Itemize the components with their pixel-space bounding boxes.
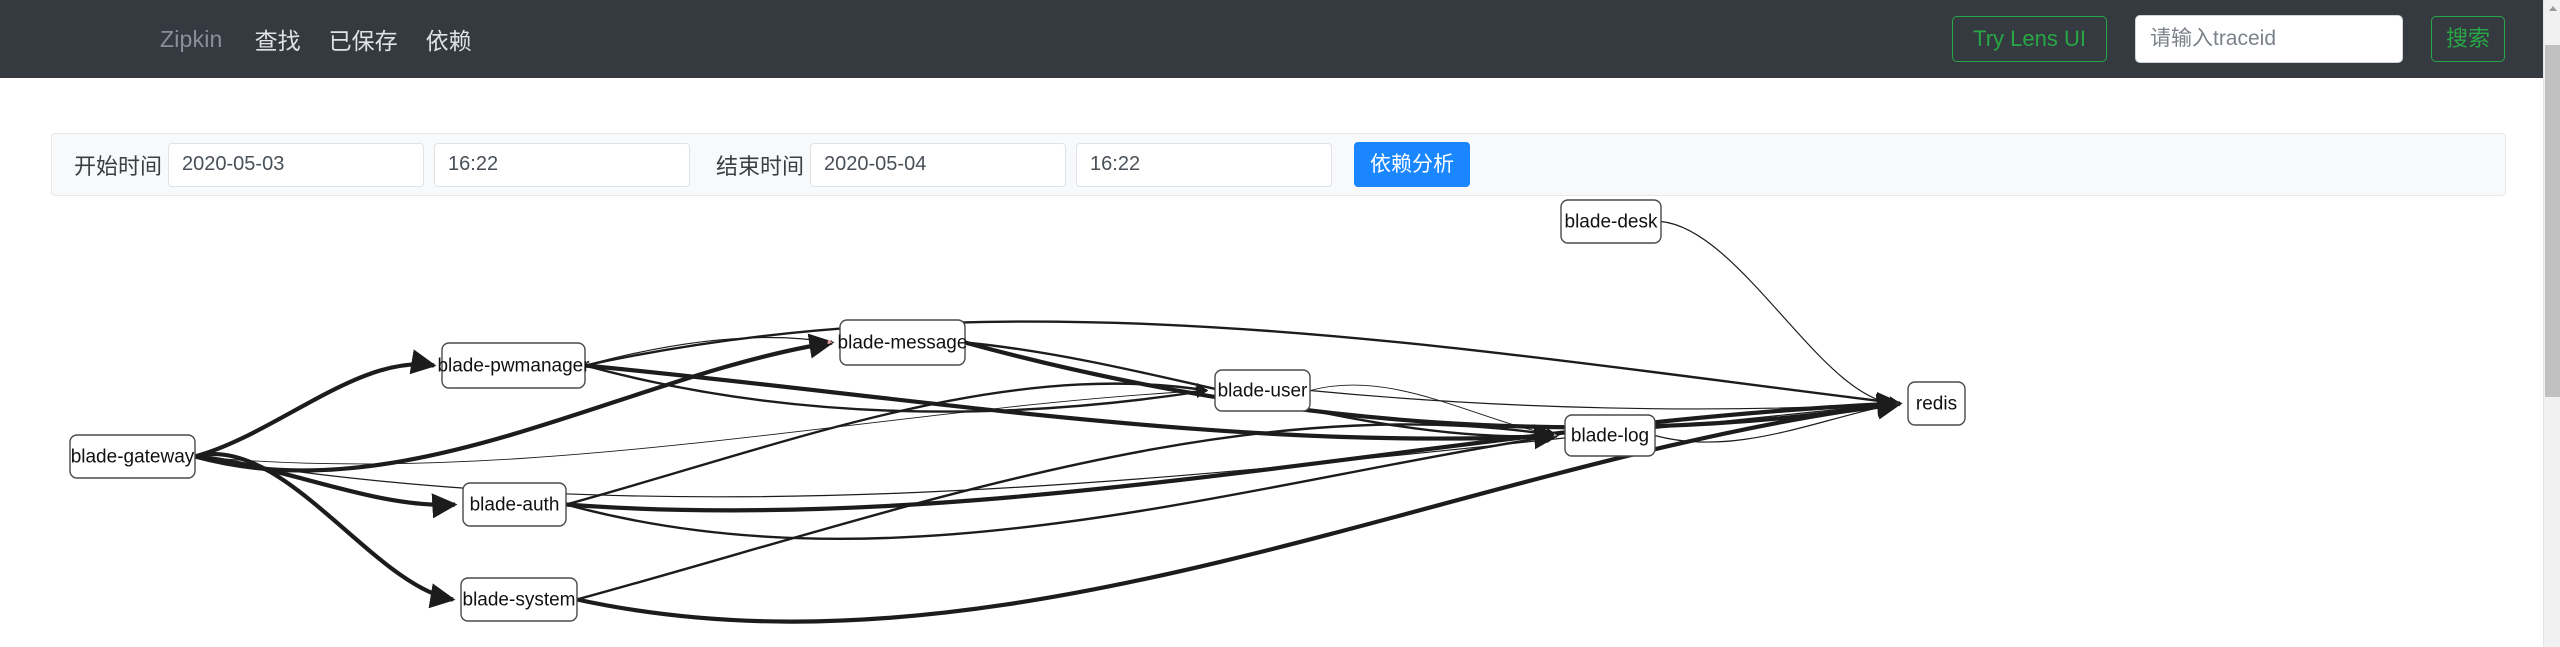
end-time-label: 结束时间 — [716, 153, 805, 179]
graph-edge[interactable] — [194, 454, 458, 519]
nav-link-dependencies[interactable]: 依赖 — [425, 28, 472, 54]
nav-links: Zipkin 查找 已保存 依赖 — [0, 0, 486, 78]
start-date-input[interactable] — [168, 142, 425, 187]
graph-edge[interactable] — [964, 340, 1903, 430]
graph-node-blade-pwmanager[interactable]: blade-pwmanager — [437, 342, 590, 389]
analyze-dependencies-button[interactable]: 依赖分析 — [1354, 141, 1471, 188]
graph-node-label: redis — [1916, 394, 1957, 415]
graph-node-box[interactable] — [69, 434, 196, 479]
graph-node-box[interactable] — [460, 577, 578, 622]
end-time-input[interactable] — [1076, 142, 1333, 187]
graph-node-blade-auth[interactable]: blade-auth — [462, 482, 567, 527]
graph-edge[interactable] — [565, 382, 1209, 506]
graph-node-box[interactable] — [441, 342, 586, 389]
time-range-toolbar: 开始时间 结束时间 依赖分析 — [51, 133, 2506, 196]
nav-link-find[interactable]: 查找 — [254, 28, 301, 54]
dependency-graph-svg[interactable]: blade-gateway blade-pwmanager blade-auth bl… — [0, 196, 2543, 647]
top-navbar: Zipkin 查找 已保存 依赖 Try Lens UI 搜索 — [0, 0, 2543, 78]
graph-node-blade-system[interactable]: blade-system — [460, 577, 578, 622]
graph-node-box[interactable] — [839, 319, 966, 366]
graph-edge[interactable] — [584, 320, 1902, 409]
graph-node-box[interactable] — [1907, 381, 1966, 426]
search-button[interactable]: 搜索 — [2430, 15, 2505, 63]
graph-edge[interactable] — [1309, 384, 1558, 437]
dependency-graph-canvas[interactable]: blade-gateway blade-pwmanager blade-auth bl… — [0, 196, 2543, 647]
graph-edge[interactable] — [565, 431, 1559, 541]
graph-edge[interactable] — [1660, 220, 1901, 407]
start-time-input[interactable] — [434, 142, 691, 187]
graph-node-label: blade-auth — [470, 495, 560, 516]
graph-node-box[interactable] — [462, 482, 567, 527]
scrollbar-thumb[interactable] — [2545, 45, 2560, 397]
graph-node-label: blade-message — [838, 333, 968, 354]
graph-node-label: blade-system — [463, 590, 576, 611]
graph-edge[interactable] — [1654, 401, 1901, 443]
nav-brand-zipkin[interactable]: Zipkin — [160, 25, 223, 52]
graph-node-blade-user[interactable]: blade-user — [1214, 369, 1311, 412]
graph-node-label: blade-desk — [1565, 212, 1658, 233]
graph-node-layer: blade-gateway blade-pwmanager blade-auth bl… — [69, 199, 1966, 622]
start-time-label: 开始时间 — [74, 153, 163, 179]
traceid-search-input[interactable] — [2134, 15, 2403, 63]
graph-node-blade-message[interactable]: blade-message — [838, 319, 968, 366]
graph-edge-layer — [194, 220, 1903, 624]
graph-node-box[interactable] — [1560, 199, 1662, 244]
graph-edge[interactable] — [194, 349, 437, 459]
graph-node-box[interactable] — [1564, 414, 1656, 457]
graph-node-label: blade-gateway — [71, 447, 195, 468]
try-lens-ui-button[interactable]: Try Lens UI — [1952, 15, 2107, 63]
graph-edge[interactable] — [194, 452, 456, 609]
page-scrollbar[interactable] — [2543, 0, 2560, 647]
graph-node-redis[interactable]: redis — [1907, 381, 1966, 426]
nav-link-saved[interactable]: 已保存 — [328, 28, 398, 54]
graph-edge[interactable] — [565, 391, 1903, 513]
graph-edge[interactable] — [584, 364, 1209, 413]
scroll-up-arrow-icon[interactable] — [2544, 0, 2560, 17]
graph-node-label: blade-pwmanager — [437, 356, 590, 377]
graph-edge[interactable] — [576, 423, 1559, 601]
graph-edge[interactable] — [584, 336, 833, 367]
graph-node-box[interactable] — [1214, 369, 1311, 412]
graph-node-blade-log[interactable]: blade-log — [1564, 414, 1656, 457]
graph-node-label: blade-user — [1218, 381, 1308, 402]
graph-edge[interactable] — [576, 393, 1903, 624]
graph-node-label: blade-log — [1571, 426, 1649, 447]
graph-node-blade-desk[interactable]: blade-desk — [1560, 199, 1662, 244]
nav-right-group: Try Lens UI 搜索 — [1952, 0, 2543, 78]
graph-node-blade-gateway[interactable]: blade-gateway — [69, 434, 196, 479]
end-date-input[interactable] — [810, 142, 1067, 187]
graph-edge[interactable] — [584, 363, 1560, 450]
graph-edge[interactable] — [194, 388, 1208, 465]
graph-edge[interactable] — [1309, 389, 1901, 410]
